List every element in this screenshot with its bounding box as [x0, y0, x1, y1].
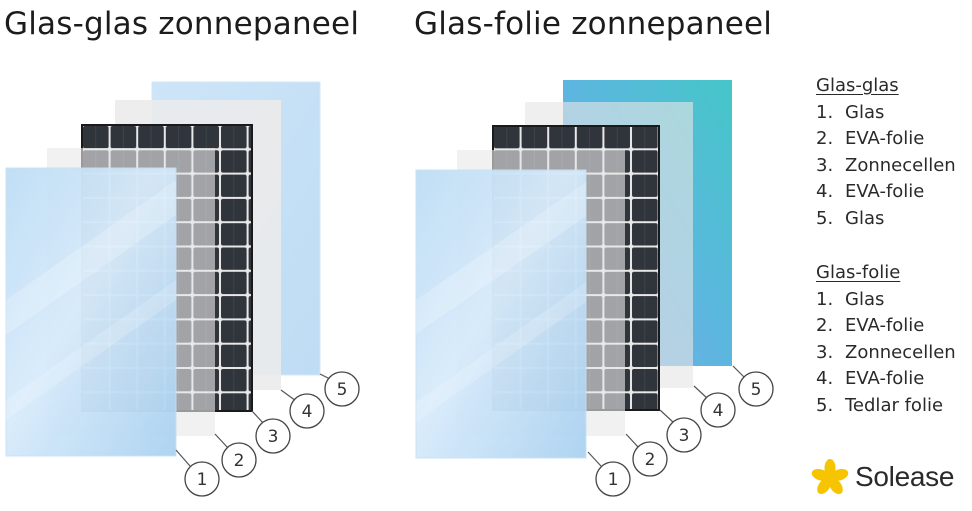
callout-right-1: 1 — [587, 451, 631, 497]
callout-right-5: 5 — [732, 365, 774, 407]
legend-item: 5.Glas — [816, 207, 885, 229]
callout-left-2: 2 — [214, 433, 257, 478]
callout-right-2: 2 — [625, 433, 668, 477]
legend-glas-folie: Glas-folie 1.Glas 2.EVA-folie 3.Zonnecel… — [816, 260, 972, 420]
callout-number: 5 — [751, 380, 762, 400]
title-glas-folie: Glas-folie zonnepaneel — [414, 6, 773, 42]
title-glas-glas: Glas-glas zonnepaneel — [4, 6, 360, 42]
yellow-star-icon — [811, 459, 849, 495]
logo-text: Solease — [855, 461, 955, 492]
callout-number: 4 — [302, 402, 313, 422]
legend-heading: Glas-folie — [816, 262, 901, 283]
callout-left-5: 5 — [319, 371, 360, 407]
legend-item: 3.Zonnecellen — [816, 341, 956, 363]
callout-number: 2 — [234, 451, 245, 471]
legend-item: 1.Glas — [816, 101, 885, 123]
legend-item: 4.EVA-folie — [816, 181, 925, 203]
legend-heading: Glas-glas — [816, 75, 899, 96]
callout-number: 4 — [713, 401, 724, 421]
callout-right-4: 4 — [693, 385, 736, 428]
legend-item: 2.EVA-folie — [816, 128, 925, 150]
legend-item: 1.Glas — [816, 288, 885, 310]
solease-logo: Solease — [810, 458, 972, 502]
glas-folie-diagram: 1 2 3 4 5 — [415, 80, 774, 497]
callout-right-3: 3 — [659, 409, 702, 453]
callout-number: 3 — [679, 426, 690, 446]
legend-item: 2.EVA-folie — [816, 315, 925, 337]
callout-number: 2 — [645, 450, 656, 470]
callout-left-4: 4 — [280, 389, 325, 429]
callout-number: 5 — [337, 380, 348, 400]
callout-number: 1 — [608, 470, 619, 490]
layer-1-glass-front — [5, 167, 177, 457]
legend-item: 3.Zonnecellen — [816, 154, 956, 176]
callout-number: 3 — [268, 427, 279, 447]
callout-left-1: 1 — [175, 449, 220, 497]
legend-item: 4.EVA-folie — [816, 368, 925, 390]
layer-1-glass-front — [415, 169, 587, 459]
legend-glas-glas: Glas-glas 1.Glas 2.EVA-folie 3.Zonnecell… — [816, 73, 972, 233]
glas-glas-diagram: 1 2 3 4 5 — [5, 81, 360, 497]
legend-item: 5.Tedlar folie — [816, 394, 944, 416]
callout-number: 1 — [197, 470, 208, 490]
callout-left-3: 3 — [251, 410, 291, 454]
